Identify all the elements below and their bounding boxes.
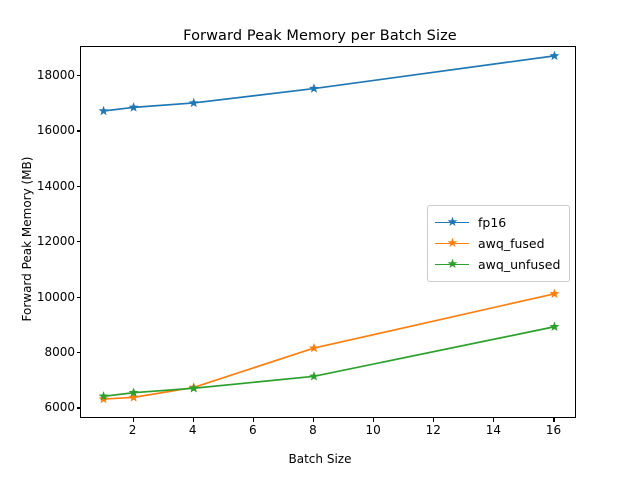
chart-title: Forward Peak Memory per Batch Size [183,28,457,44]
x-tick-mark [252,418,254,422]
legend-item-fp16[interactable]: ★ fp16 [435,212,560,233]
y-tick-mark [76,407,80,409]
legend: ★ fp16 ★ awq_fused ★ awq_unfused [427,205,571,282]
legend-item-awq_fused[interactable]: ★ awq_fused [435,233,560,254]
x-tick-mark [433,418,435,422]
x-tick-label: 12 [425,423,441,437]
x-tick-mark [312,418,315,422]
series-fp16 [98,50,560,116]
data-point-marker [309,342,319,353]
data-point-marker [128,102,139,112]
data-point-marker [549,288,560,299]
data-point-marker [128,392,139,402]
data-point-marker [549,50,560,61]
legend-swatch: ★ [435,258,469,272]
x-tick-label: 4 [188,423,197,437]
star-icon: ★ [446,235,459,251]
data-point-marker [309,371,319,381]
y-tick-label: 16000 [36,123,75,138]
y-tick-label: 18000 [36,68,75,83]
series-line [103,292,555,400]
series-line [103,55,555,112]
legend-swatch: ★ [435,216,469,230]
y-tick-mark [76,130,80,132]
data-point-marker [98,105,109,116]
x-tick-label: 16 [545,423,562,437]
x-tick-label: 6 [249,423,257,437]
data-point-marker [549,321,560,331]
data-point-marker [309,83,319,93]
x-tick-mark [373,418,375,422]
x-tick-mark [493,418,495,422]
legend-swatch: ★ [435,237,469,251]
x-tick-mark [192,418,194,422]
legend-line [435,263,469,266]
star-icon: ★ [446,256,459,272]
series-canvas [98,50,560,404]
legend-label: fp16 [478,215,507,230]
x-tick-mark [553,418,555,422]
x-tick-label: 2 [128,423,137,437]
x-tick-label: 8 [309,423,317,437]
series-line [103,325,555,398]
x-tick-mark [132,418,134,422]
data-point-marker [188,383,199,393]
x-tick-label: 14 [485,423,501,437]
data-point-marker [128,387,139,397]
y-tick-label: 10000 [36,289,75,304]
star-icon: ★ [446,214,459,230]
y-tick-mark [76,185,80,187]
y-tick-label: 12000 [36,234,75,249]
series-awq_unfused [98,321,560,401]
y-tick-mark [76,296,80,298]
y-tick-mark [76,352,80,354]
legend-line [435,242,469,245]
y-tick-label: 8000 [44,345,75,360]
data-point-marker [188,97,199,108]
series-awq_fused [98,288,560,404]
x-tick-label: 10 [365,423,381,437]
legend-line [435,221,469,224]
legend-label: awq_unfused [478,257,561,272]
y-tick-mark [76,75,80,77]
y-tick-label: 6000 [44,400,75,415]
legend-label: awq_fused [478,236,545,251]
legend-item-awq_unfused[interactable]: ★ awq_unfused [435,254,560,275]
data-point-marker [98,391,109,401]
y-tick-label: 14000 [36,178,75,193]
data-point-marker [98,393,109,404]
y-tick-mark [76,241,80,243]
x-axis-label: Batch Size [288,452,352,466]
